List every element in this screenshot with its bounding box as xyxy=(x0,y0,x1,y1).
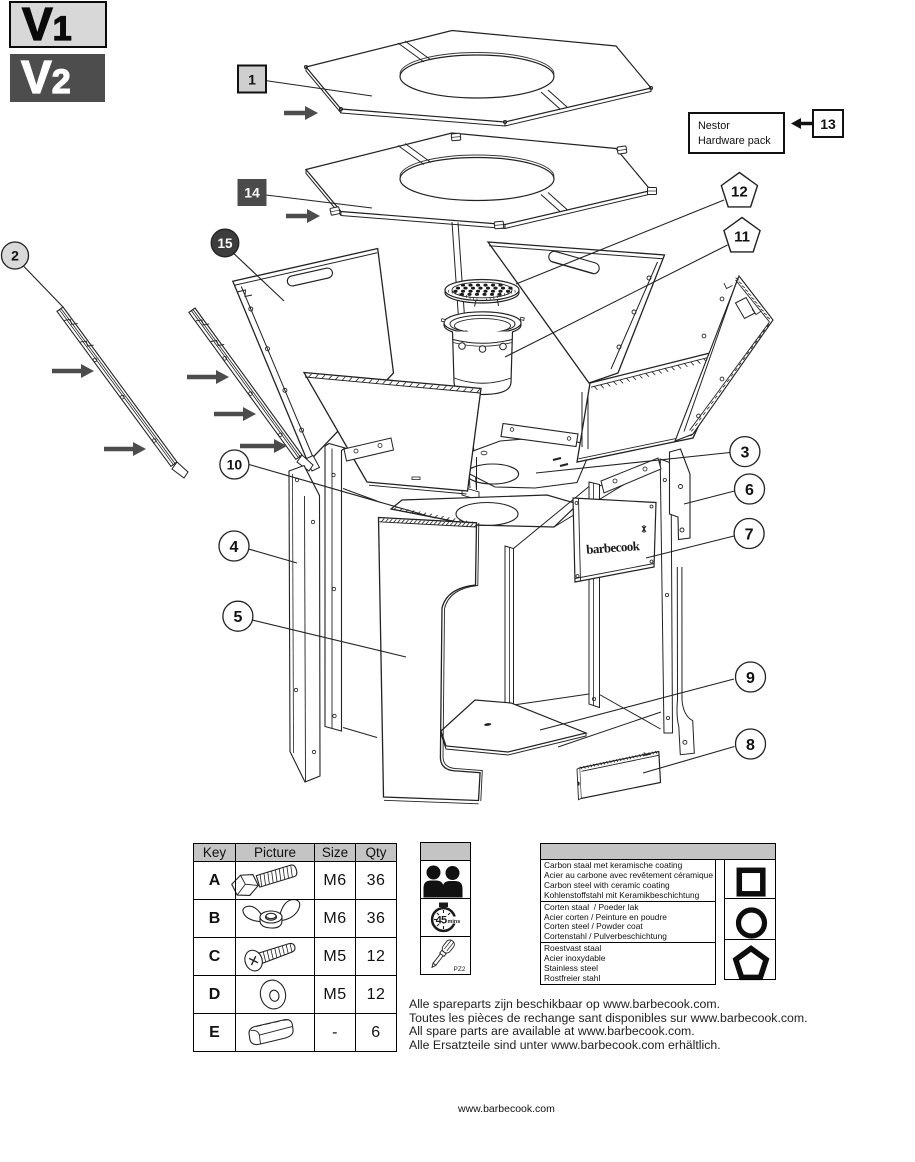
svg-text:9: 9 xyxy=(746,670,755,687)
svg-text:2: 2 xyxy=(11,248,19,264)
svg-text:15: 15 xyxy=(217,236,233,251)
svg-text:barbecook: barbecook xyxy=(586,538,641,557)
svg-text:14: 14 xyxy=(244,185,260,201)
svg-text:6: 6 xyxy=(745,482,754,499)
svg-text:4: 4 xyxy=(230,539,239,556)
svg-text:13: 13 xyxy=(820,116,836,132)
svg-text:10: 10 xyxy=(227,457,243,473)
svg-text:11: 11 xyxy=(734,229,750,246)
svg-text:7: 7 xyxy=(745,526,754,543)
svg-text:3: 3 xyxy=(740,444,749,461)
svg-text:8: 8 xyxy=(746,737,755,754)
svg-text:5: 5 xyxy=(233,609,242,626)
svg-text:12: 12 xyxy=(731,184,748,201)
svg-text:1: 1 xyxy=(248,72,256,88)
